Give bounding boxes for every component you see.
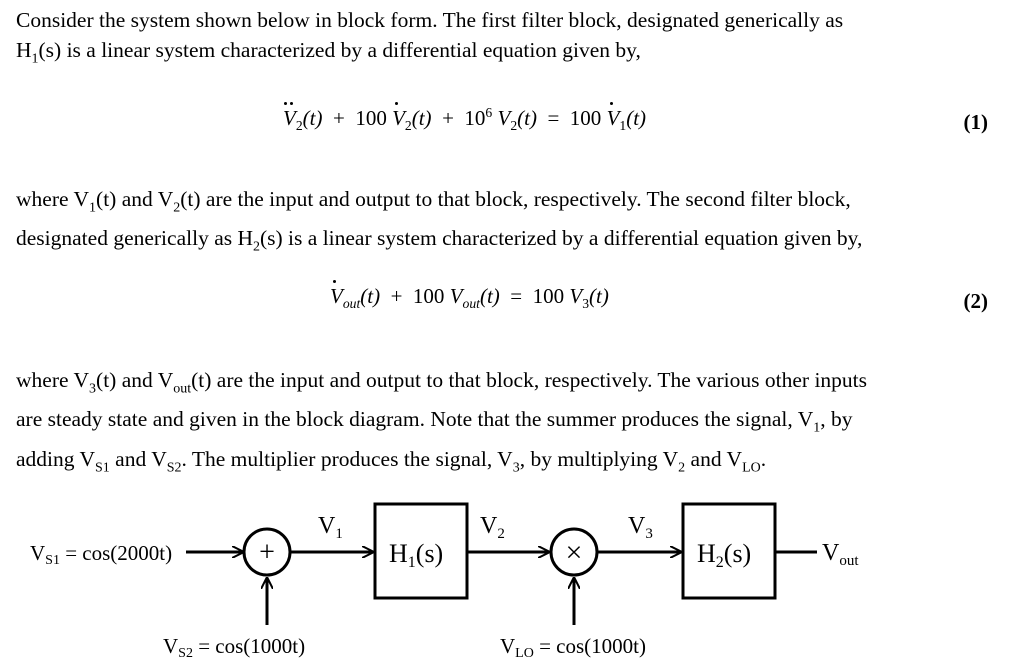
end-text-i: , by multiplying V — [519, 446, 679, 471]
mid-text-b: (t) and V — [96, 187, 174, 211]
h2-block: H2(s) — [681, 502, 777, 600]
h1-label: H1(s) — [389, 539, 443, 571]
mid-text-c: (t) are the input and output to that blo… — [180, 187, 851, 211]
end-text-c: (t) are the input and output to that blo… — [191, 368, 868, 392]
vout-label: Vout — [822, 540, 859, 569]
block-diagram: VS1 = cos(2000t) + VS2 = cos(1000t) V1 H… — [30, 502, 859, 661]
mid-text-d: designated generically as H — [16, 226, 254, 251]
h1-block: H1(s) — [373, 502, 469, 600]
equation-2: Vout(t) + 100 Vout(t) = 100 V3(t) — [330, 280, 609, 312]
mid-text-e: (s) is a linear system characterized by … — [260, 226, 863, 251]
end-text-e: , by — [820, 407, 853, 432]
vs2-label: VS2 = cos(1000t) — [163, 634, 305, 661]
h2-label: H2(s) — [697, 539, 751, 571]
end-text-k: . — [760, 446, 767, 471]
intro-line-2: (s) is a linear system characterized by … — [38, 38, 641, 62]
end-text-f: adding V — [16, 446, 96, 471]
v3-label: V3 — [628, 513, 653, 542]
summer-symbol: + — [259, 537, 275, 568]
multiplier-node: × — [549, 527, 599, 577]
end-text-j: and V — [685, 446, 743, 471]
summer-node: + — [242, 527, 292, 577]
equation-2-number: (2) — [963, 289, 989, 313]
equation-1-number: (1) — [963, 110, 989, 134]
end-text-d: are steady state and given in the block … — [16, 407, 814, 432]
v2-label: V2 — [480, 513, 505, 542]
vs1-label: VS1 = cos(2000t) — [30, 541, 172, 568]
intro-paragraph: Consider the system shown below in block… — [16, 8, 844, 67]
end-text-h: . The multiplier produces the signal, V — [181, 446, 513, 471]
middle-paragraph: where V1(t) and V2(t) are the input and … — [16, 187, 863, 255]
vlo-label: VLO = cos(1000t) — [500, 634, 646, 661]
mid-text-a: where V — [16, 187, 90, 211]
intro-line-1: Consider the system shown below in block… — [16, 8, 844, 32]
v1-label: V1 — [318, 513, 343, 542]
end-text-b: (t) and V — [96, 368, 174, 392]
end-text-g: and V — [109, 446, 167, 471]
ending-paragraph: where V3(t) and Vout(t) are the input an… — [16, 368, 868, 475]
end-text-a: where V — [16, 368, 90, 392]
multiplier-symbol: × — [566, 536, 583, 569]
equation-1: V2(t) + 100 V2(t) + 106 V2(t) = 100 V1(t… — [283, 102, 647, 134]
